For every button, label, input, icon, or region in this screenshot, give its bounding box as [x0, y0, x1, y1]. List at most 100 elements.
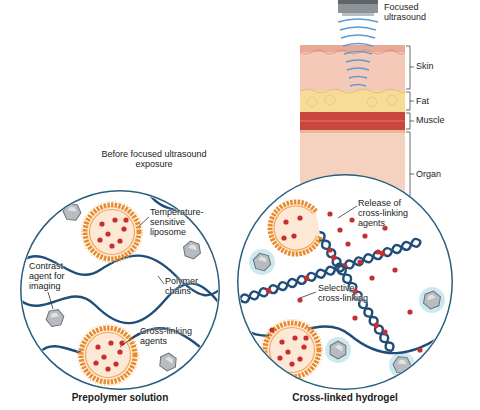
panel-caption: Prepolymer solution — [20, 392, 220, 403]
cross-linking-agent — [392, 267, 397, 272]
tissue-block — [307, 97, 317, 107]
leader-line — [338, 206, 357, 218]
cross-linking-agent — [337, 227, 342, 232]
cross-linked-chain — [239, 237, 422, 303]
cross-linking-agent — [417, 347, 422, 352]
ultrasound-wave — [338, 19, 378, 86]
circle-outline — [20, 190, 220, 408]
contrast-agent — [45, 309, 65, 327]
cross-linking-agent — [297, 297, 302, 302]
ruptured-liposome — [274, 206, 317, 250]
agent-glow — [389, 352, 415, 378]
contrast-agent — [181, 240, 203, 261]
ruptured-liposome — [291, 233, 296, 238]
tissue-block — [300, 89, 405, 93]
cross-linking-agent — [269, 327, 274, 332]
layer-label: Skin — [416, 61, 456, 71]
ruptured-liposome — [281, 235, 286, 240]
cross-linking-agent — [349, 217, 354, 222]
ruptured-liposome — [297, 215, 302, 220]
tissue-block — [300, 45, 405, 91]
prepolymer-content — [20, 195, 230, 386]
sample-circle: Prepolymer solution — [20, 190, 220, 408]
cross-linked-chain — [315, 230, 396, 353]
ultrasound-transducer — [338, 0, 378, 4]
part-label: Release of cross-linking agents — [358, 198, 416, 228]
cross-linking-agent — [269, 211, 422, 352]
ruptured-liposome — [283, 219, 288, 224]
leader-line — [48, 206, 357, 347]
agent-glow — [325, 337, 351, 363]
contrast-agent — [421, 290, 443, 311]
ultrasound-transducer — [338, 0, 378, 16]
contrast-agent — [251, 252, 272, 272]
layer-bracket — [406, 46, 414, 217]
cross-linking-agent — [362, 233, 367, 238]
tissue-block — [325, 95, 335, 105]
ultrasound-transducer — [338, 0, 378, 13]
ultrasound-wave — [338, 19, 378, 22]
cross-linked-chain — [265, 287, 272, 294]
cross-linking-agent — [345, 241, 350, 246]
sample-background — [21, 191, 219, 389]
tissue-block — [367, 97, 377, 107]
part-label: Contrast agent for imaging — [29, 261, 73, 291]
contrast-agent — [326, 339, 349, 362]
leader-line — [300, 292, 316, 298]
tissue-block — [387, 95, 397, 105]
cross-linked-chain — [239, 237, 422, 303]
cross-linked-chain — [330, 254, 338, 262]
state-label: Before focused ultrasound exposure — [95, 149, 213, 169]
sample-background — [238, 175, 452, 389]
tissue-block — [300, 50, 405, 54]
panel-caption: Cross-linked hydrogel — [237, 392, 453, 403]
cross-linking-agent — [382, 329, 387, 334]
cross-linking-agent — [352, 315, 357, 320]
tissue-block — [300, 112, 405, 130]
agent-glow — [249, 249, 275, 275]
ultrasound-transducer — [342, 13, 374, 16]
liposome — [82, 202, 143, 263]
cross-linked-chain — [303, 275, 310, 282]
layer-bracket — [406, 113, 414, 129]
leader-line — [158, 276, 164, 284]
liposome — [262, 320, 323, 381]
contrast-agent — [392, 356, 411, 373]
circle-outline — [21, 191, 219, 389]
part-label: Cross-linking agents — [140, 326, 195, 346]
ultrasound-wave — [340, 27, 376, 30]
layer-bracket — [406, 46, 414, 89]
agent-glow — [419, 287, 445, 313]
cross-linking-agent — [407, 309, 412, 314]
cross-linking-agent — [375, 249, 380, 254]
leader-line — [120, 333, 139, 347]
part-label: Polymer chains — [165, 276, 210, 296]
contrast-agent — [156, 350, 180, 373]
cross-linking-agent — [369, 275, 374, 280]
cross-linked-chain — [239, 237, 422, 303]
ultrasound-wave — [350, 85, 366, 87]
contrast-agent — [62, 203, 81, 220]
device-label: Focused ultrasound — [384, 2, 432, 22]
hydrogel-content — [239, 202, 450, 381]
tissue-block — [300, 120, 405, 121]
ultrasound-wave — [346, 60, 370, 62]
cross-linked-chain — [372, 321, 380, 329]
liposome — [78, 325, 139, 386]
ultrasound-wave — [343, 44, 373, 47]
part-label: Temperature-sensitive liposome — [150, 207, 212, 237]
ultrasound-wave — [349, 77, 367, 79]
circle-outline — [238, 175, 452, 389]
cross-linked-chain — [315, 230, 396, 353]
cross-linked-chain — [315, 230, 396, 353]
layer-label: Fat — [416, 96, 456, 106]
tissue-block — [300, 91, 405, 112]
ruptured-liposome — [270, 202, 320, 254]
leader-line — [48, 292, 53, 309]
leader-line — [139, 217, 149, 226]
cross-linking-agent — [357, 259, 362, 264]
polymer-chain — [20, 256, 225, 296]
ruptured-liposome — [270, 202, 320, 254]
cross-linking-agent — [327, 211, 332, 216]
tissue-block — [300, 130, 405, 133]
